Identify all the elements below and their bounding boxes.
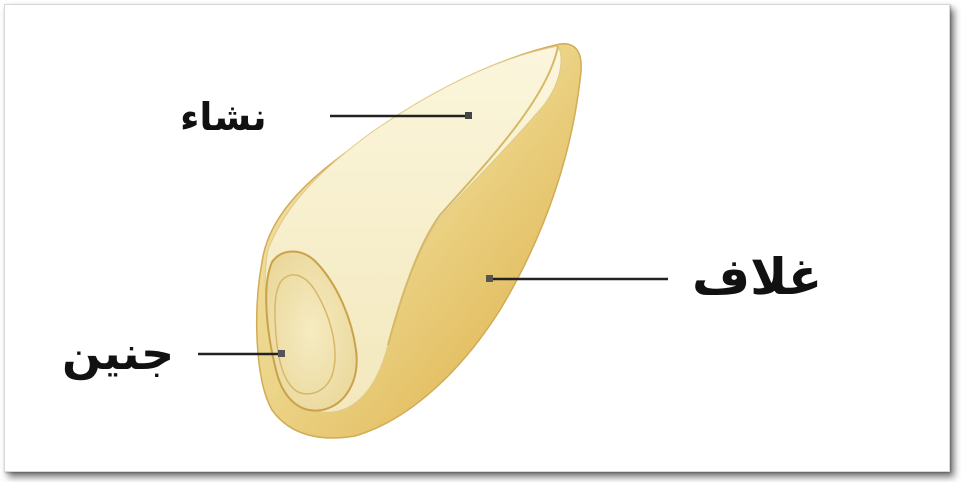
starch-marker — [465, 112, 472, 119]
starch-label: نشاء — [180, 98, 267, 136]
husk-label: غلاف — [692, 252, 822, 302]
husk-marker — [486, 275, 493, 282]
embryo-marker — [278, 350, 285, 357]
embryo-label: جنين — [62, 330, 174, 376]
